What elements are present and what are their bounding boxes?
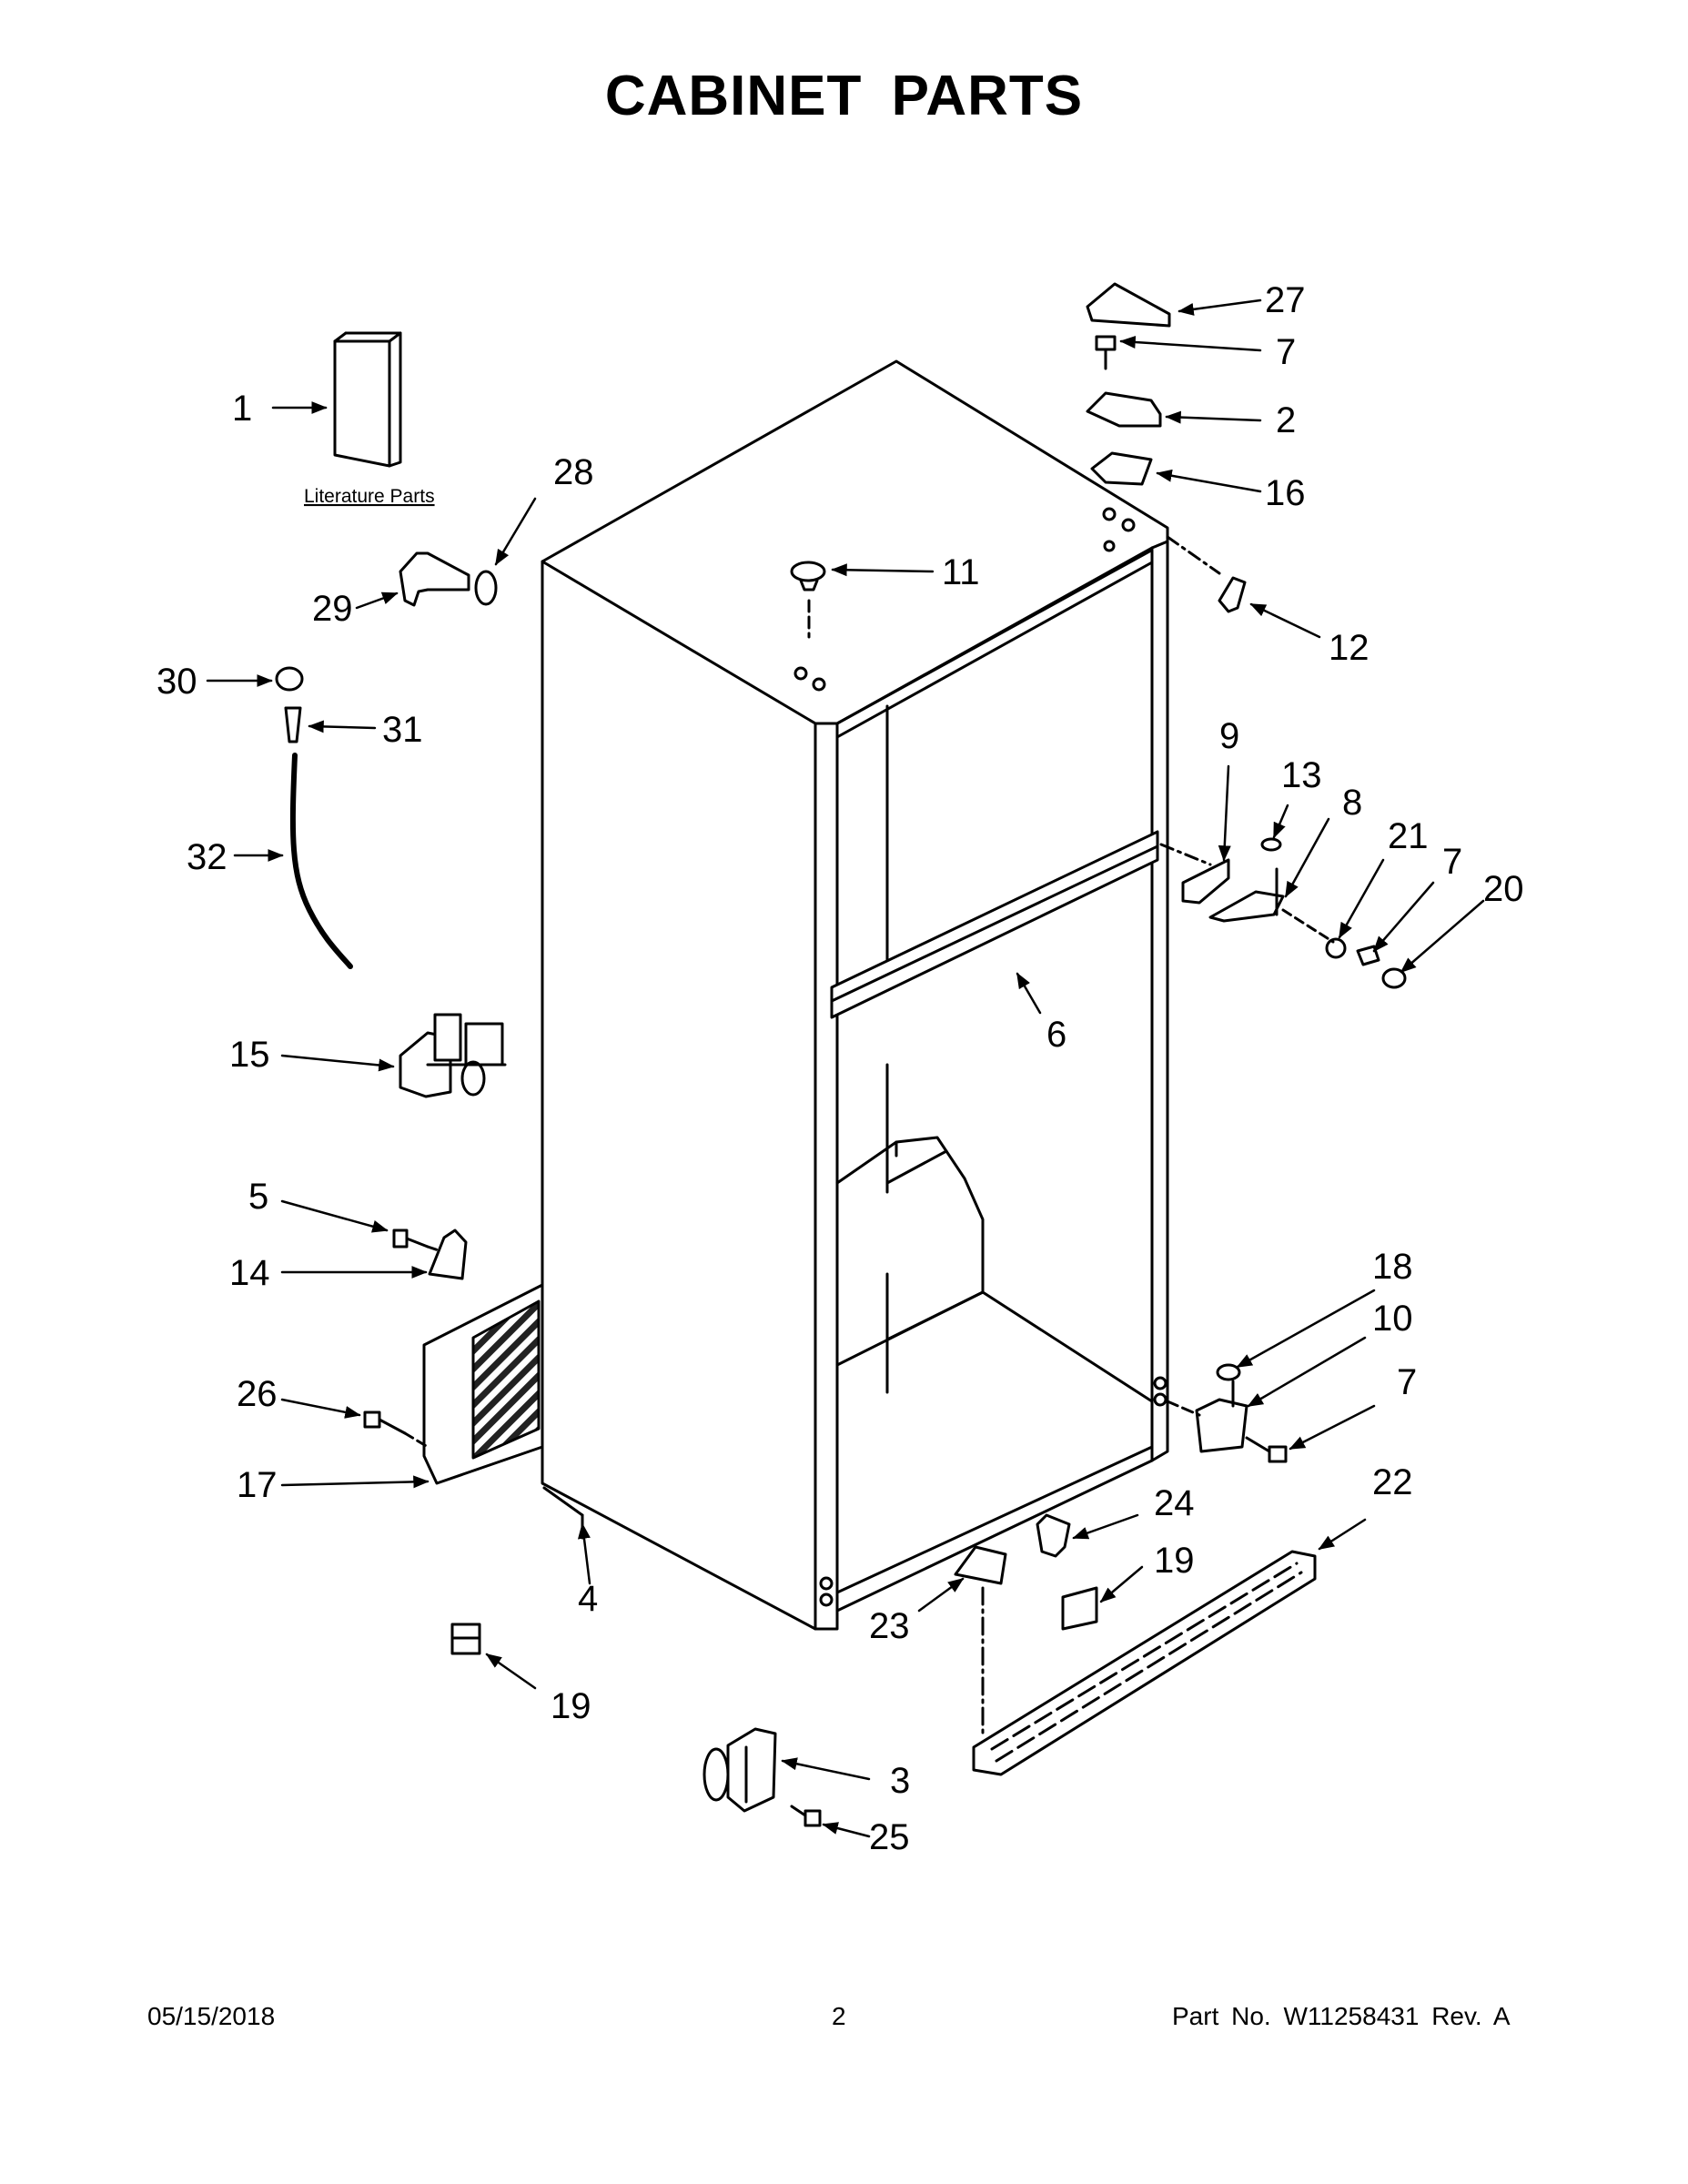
- callout-12: 12: [1329, 628, 1370, 668]
- callout-3: 3: [890, 1761, 910, 1801]
- callout-28: 28: [553, 452, 594, 492]
- callout-31: 31: [382, 710, 423, 750]
- callout-15: 15: [229, 1035, 270, 1075]
- roller-assembly: [702, 1727, 777, 1813]
- callout-29: 29: [312, 589, 353, 629]
- callout-11: 11: [942, 552, 980, 592]
- callout-18: 18: [1372, 1247, 1413, 1287]
- water-valve: [399, 1013, 507, 1098]
- bottom-hinge-assembly: [1166, 1363, 1288, 1463]
- callout-8: 8: [1342, 783, 1362, 823]
- door-stop-clip: [1218, 576, 1247, 613]
- callout-26: 26: [237, 1374, 278, 1414]
- callout-20: 20: [1483, 869, 1524, 909]
- literature-parts: [333, 331, 402, 468]
- callout-1: 1: [232, 389, 252, 429]
- water-tube: [289, 753, 353, 969]
- callout-7-top: 7: [1276, 332, 1296, 372]
- footer-part-number: Part No. W11258431 Rev. A: [1172, 2002, 1511, 2030]
- tube-insert: [284, 706, 302, 743]
- valve-bracket: [428, 1228, 468, 1280]
- callout-10: 10: [1372, 1299, 1413, 1339]
- callout-19-left: 19: [551, 1686, 591, 1726]
- callout-24: 24: [1154, 1483, 1195, 1523]
- panel-screw: [363, 1410, 430, 1449]
- callout-21: 21: [1388, 816, 1429, 856]
- callout-30: 30: [157, 662, 197, 702]
- footer-page-number: 2: [832, 2002, 846, 2030]
- leveling-pad-right: [1061, 1586, 1098, 1631]
- callout-7-bottom: 7: [1397, 1362, 1417, 1402]
- page-title: CABINET PARTS: [604, 65, 1084, 127]
- cabinet-body: [541, 359, 1169, 1631]
- callout-19-right: 19: [1154, 1541, 1195, 1581]
- literature-parts-label: Literature Parts: [304, 486, 435, 507]
- tube-clamp: [275, 666, 304, 692]
- callout-32: 32: [187, 837, 227, 877]
- callout-17: 17: [237, 1465, 278, 1505]
- toe-grille-clip: [954, 1545, 1007, 1585]
- leveling-pad-left: [450, 1623, 481, 1655]
- water-inlet-fitting: [399, 551, 470, 607]
- callout-leaders: [206, 298, 1485, 1838]
- hinge-shim: [1090, 451, 1153, 486]
- callout-22: 22: [1372, 1462, 1413, 1502]
- callout-27: 27: [1265, 280, 1306, 320]
- toe-grille: [972, 1550, 1317, 1776]
- callout-7-center: 7: [1442, 842, 1462, 882]
- callout-9: 9: [1219, 716, 1239, 756]
- callout-6: 6: [1046, 1015, 1066, 1055]
- hole-plug: [790, 561, 826, 639]
- callout-23: 23: [869, 1606, 910, 1646]
- center-hinge-assembly: [1159, 837, 1407, 989]
- roller-screw: [790, 1805, 822, 1827]
- callout-numbers: 1 27 7 2 16 11 12 28 29 30 31 32 9 13 8 …: [157, 280, 1524, 1857]
- callout-25: 25: [869, 1817, 910, 1857]
- water-valve-nut: [474, 570, 498, 606]
- hinge-cover: [1086, 282, 1171, 328]
- grille-retainer: [1036, 1513, 1071, 1558]
- callout-5: 5: [248, 1177, 268, 1217]
- rear-access-panel: [422, 1283, 544, 1485]
- top-hinge: [1086, 391, 1162, 428]
- callout-16: 16: [1265, 473, 1306, 513]
- footer-date: 05/15/2018: [147, 2002, 276, 2030]
- callout-14: 14: [229, 1253, 270, 1293]
- callout-13: 13: [1281, 755, 1322, 795]
- callout-2: 2: [1276, 400, 1296, 440]
- callout-4: 4: [578, 1579, 598, 1619]
- hinge-screw-top: [1095, 335, 1117, 370]
